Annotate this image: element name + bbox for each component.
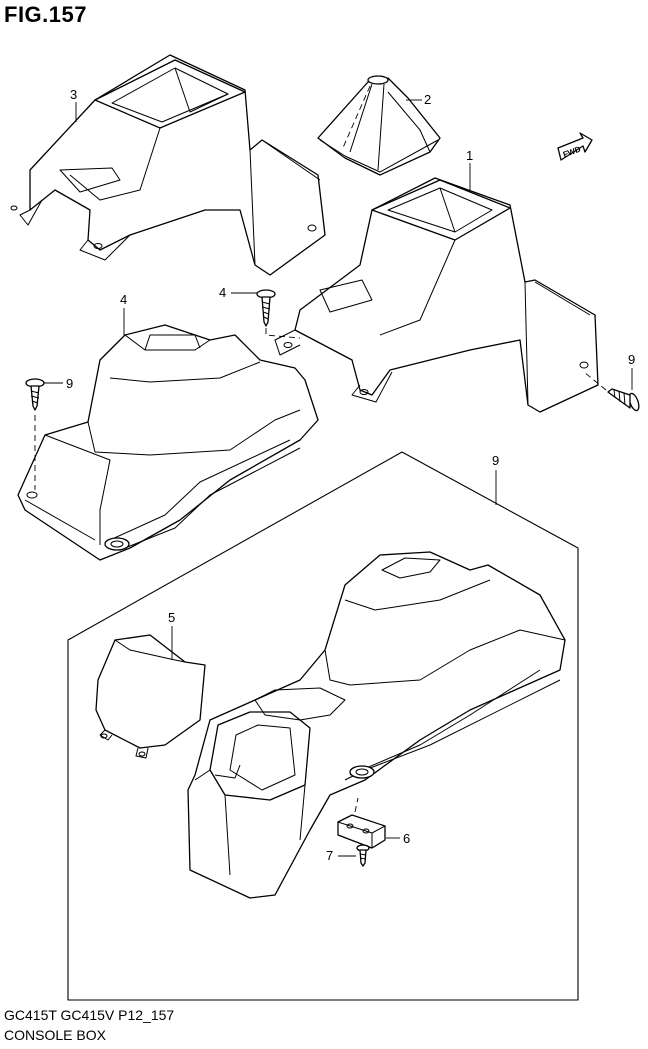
part-6-lid xyxy=(95,634,206,759)
part-9-screw-right xyxy=(583,371,640,412)
part-7-bracket xyxy=(337,797,386,849)
callout-3: 3 xyxy=(70,87,77,102)
fwd-arrow-icon: FWD xyxy=(557,132,593,161)
callout-9a: 4 xyxy=(219,285,226,300)
callout-5: 9 xyxy=(492,453,499,468)
part-8-screw xyxy=(356,844,370,867)
part-4-floor-console xyxy=(17,324,319,561)
model-line: GC415T GC415V P12_157 xyxy=(4,1007,175,1023)
part-9-screw-left xyxy=(25,378,45,490)
callout-7: 6 xyxy=(403,831,410,846)
callout-6: 5 xyxy=(168,610,175,625)
figure-title: FIG.157 xyxy=(4,2,87,27)
part-5-console-box xyxy=(187,551,566,899)
callout-8: 7 xyxy=(326,848,333,863)
part-5-assembly-frame xyxy=(67,451,579,1001)
callout-4-label: 4 xyxy=(120,292,127,307)
part-2-shift-boot xyxy=(317,75,441,176)
callout-2: 2 xyxy=(424,92,431,107)
part-1-console-cover xyxy=(274,177,599,413)
part-9-screw-center xyxy=(256,289,301,339)
section-name: CONSOLE BOX xyxy=(4,1027,106,1043)
callout-9c: 9 xyxy=(628,352,635,367)
part-3-console-cover xyxy=(10,54,326,276)
callout-1: 1 xyxy=(466,148,473,163)
callout-9b: 9 xyxy=(66,376,73,391)
